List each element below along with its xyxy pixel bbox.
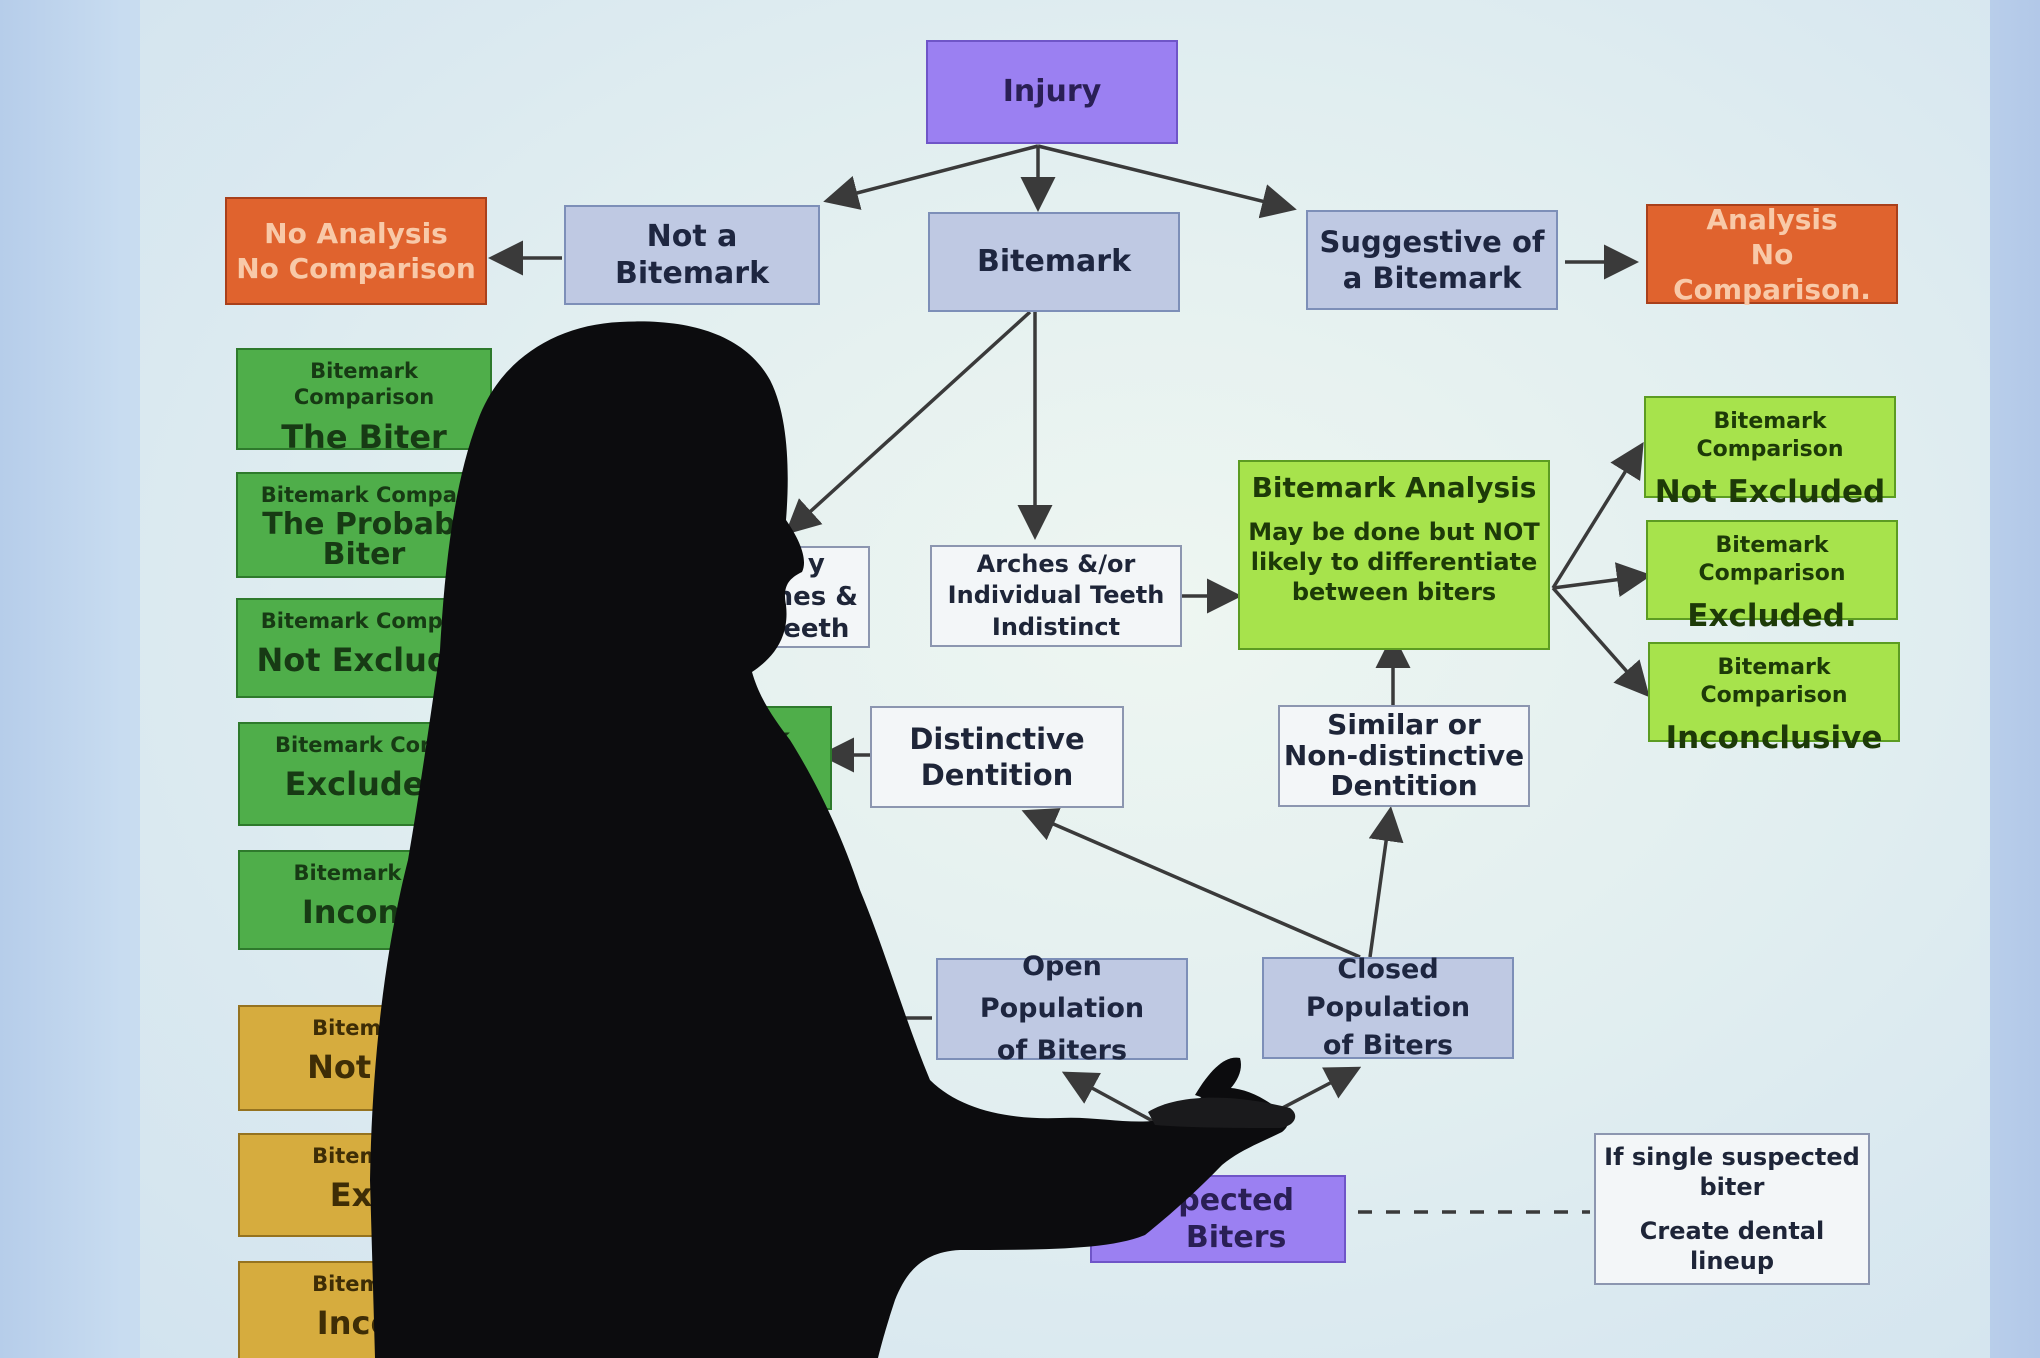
dental-lineup-note: If single suspected biter Create dental …	[1594, 1133, 1870, 1285]
result-title: The Probabl Biter	[262, 507, 466, 573]
distinctive-dentition-box: Distinctive Dentition	[870, 706, 1124, 808]
arrow-closed-to-distinctive	[1021, 808, 1361, 959]
right-result-inconclusive: Bitemark Comparison Inconclusive	[1648, 642, 1900, 756]
not-bitemark-box: Not a Bitemark	[564, 205, 820, 305]
presenter-body	[370, 321, 1288, 1358]
arrow-analysis-to-excluded	[1552, 562, 1652, 597]
arrow-closed-to-similar	[1368, 806, 1404, 958]
right-result-not-excluded: Bitemark Comparison Not Excluded	[1644, 396, 1896, 510]
result-title: Excluded.	[1687, 598, 1857, 634]
arches-indistinct-box: Arches &/or Individual Teeth Indistinct	[930, 545, 1182, 647]
presenter-thumb	[1195, 1057, 1241, 1102]
arrow-analysis-to-inconclusive	[1551, 586, 1650, 698]
suggestive-box: Suggestive of a Bitemark	[1306, 210, 1558, 310]
result-title: Inconclusive	[1665, 720, 1883, 756]
bitemark-analysis-box: Bitemark Analysis May be done but NOT li…	[1238, 460, 1550, 650]
result-subtitle: Bitemark Comparison	[1696, 409, 1844, 462]
result-subtitle: Bitemark Compar	[260, 483, 468, 507]
analysis-description: May be done but NOT likely to differenti…	[1248, 518, 1540, 606]
left-result-the-biter: Bitemark Comparison The Biter	[236, 348, 492, 456]
injury-box: Injury	[926, 40, 1178, 144]
result-title: Not Excluded	[1654, 474, 1886, 510]
note-line-1: If single suspected biter	[1604, 1143, 1860, 1201]
arrow-analysis-to-not-excluded	[1551, 442, 1644, 589]
result-subtitle: Bitemark Comparison	[1700, 655, 1848, 708]
remote-clicker-icon	[1148, 1097, 1296, 1128]
result-subtitle: Bitemark Comparison	[1698, 533, 1846, 586]
arrow-injury-to-not-bitemark	[823, 144, 1039, 210]
similar-dentition-box: Similar or Non-distinctive Dentition	[1278, 705, 1530, 807]
arrow-suspected-to-open	[1061, 1071, 1161, 1127]
result-title: The Biter	[281, 417, 447, 456]
bitemark-box: Bitemark	[928, 212, 1180, 312]
analysis-no-comparison-box: Analysis No Comparison.	[1646, 203, 1898, 306]
no-analysis-box: No Analysis No Comparison	[225, 197, 487, 305]
result-subtitle: Bitemark Comparison	[293, 359, 435, 410]
arrow-injury-to-suggestive	[1037, 144, 1297, 219]
analysis-title: Bitemark Analysis	[1251, 471, 1537, 504]
closed-population-box: Closed Population of Biters	[1262, 954, 1514, 1061]
right-result-excluded: Bitemark Comparison Excluded.	[1646, 520, 1898, 634]
arrow-bitemark-to-arches-left	[784, 310, 1032, 535]
note-line-2: Create dental lineup	[1639, 1217, 1825, 1275]
